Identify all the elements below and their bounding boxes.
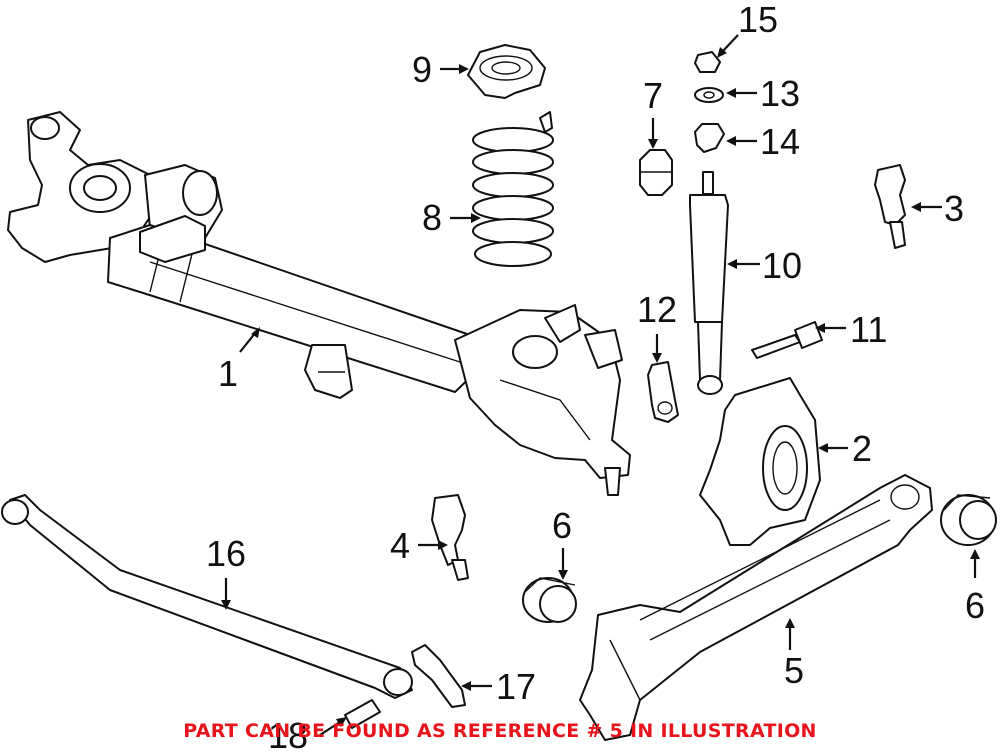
shock-hardware (694, 51, 725, 153)
callout-9: 9 (412, 49, 432, 90)
coil-spring (472, 111, 554, 267)
callout-6-right: 6 (965, 585, 985, 626)
callout-13: 13 (760, 73, 800, 114)
callout-labels: 1 2 3 4 5 6 6 7 8 9 10 11 12 13 14 15 16… (206, 0, 985, 754)
callout-4: 4 (390, 525, 410, 566)
callout-arrows (221, 34, 980, 736)
callout-7: 7 (643, 75, 663, 116)
link-bracket (411, 644, 466, 708)
front-axle-assembly (7, 111, 631, 496)
bushing-right (940, 494, 997, 546)
callout-14: 14 (760, 121, 800, 162)
callout-8: 8 (422, 197, 442, 238)
callout-6-left: 6 (552, 505, 572, 546)
ball-joint-lower (431, 494, 469, 581)
bolt (751, 321, 823, 359)
callout-18: 18 (268, 715, 308, 754)
callout-2: 2 (852, 428, 872, 469)
track-bar (1, 494, 413, 699)
shock-absorber (689, 171, 729, 395)
bushing-left (522, 577, 577, 623)
bolt-lower (344, 699, 381, 729)
callout-16: 16 (206, 533, 246, 574)
ball-joint-upper (874, 164, 906, 249)
track-bar-bracket (647, 361, 679, 423)
bump-stop (639, 149, 673, 196)
callout-3: 3 (944, 188, 964, 229)
callout-15: 15 (738, 0, 778, 40)
callout-10: 10 (762, 245, 802, 286)
callout-5: 5 (784, 650, 804, 691)
callout-1: 1 (218, 353, 238, 394)
steering-knuckle (699, 377, 821, 546)
callout-11: 11 (850, 309, 887, 350)
reference-note: PART CAN BE FOUND AS REFERENCE # 5 IN IL… (183, 720, 817, 742)
control-arm (579, 474, 933, 741)
callout-12: 12 (637, 289, 677, 330)
spring-upper-seat (467, 44, 546, 99)
callout-17: 17 (496, 666, 536, 707)
